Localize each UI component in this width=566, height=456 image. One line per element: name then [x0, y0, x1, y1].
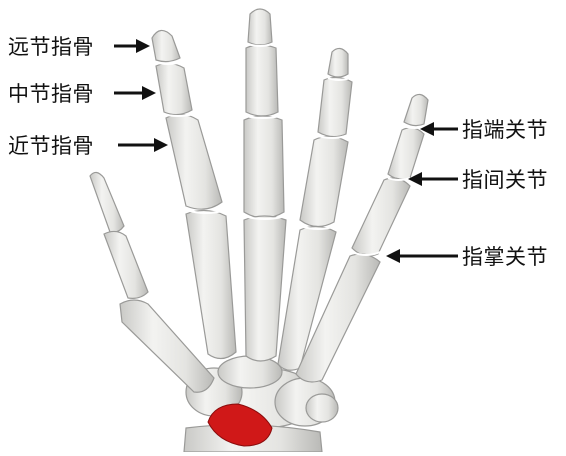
- arrow-mcp-joint: [386, 249, 458, 263]
- arrow-distal-phalanx: [114, 39, 150, 53]
- arrow-pip-joint: [408, 172, 458, 186]
- arrow-dip-joint: [420, 122, 458, 136]
- arrow-proximal-phalanx: [118, 138, 168, 152]
- arrow-middle-phalanx: [114, 86, 156, 100]
